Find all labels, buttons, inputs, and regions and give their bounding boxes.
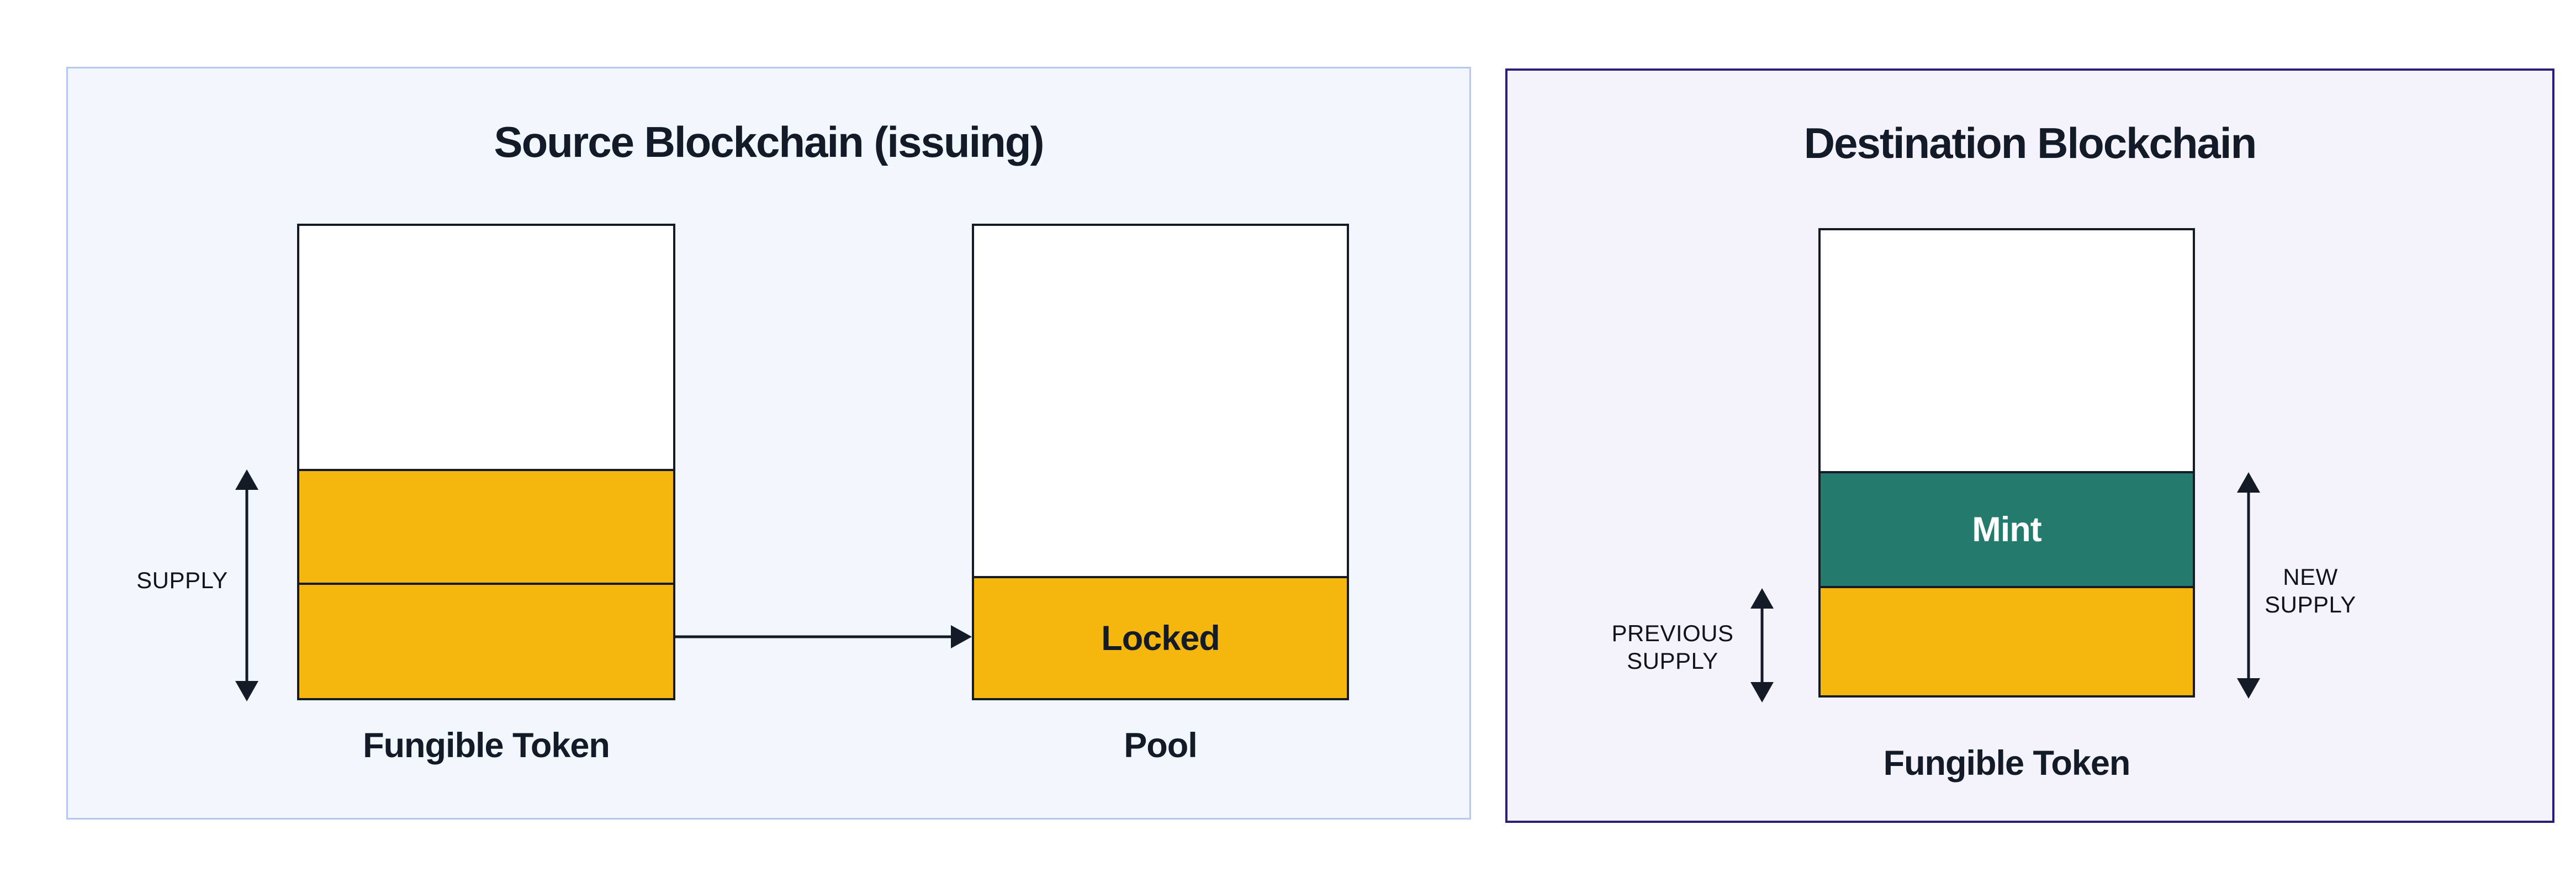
previous-supply-range-arrow-icon (1750, 588, 1774, 702)
pool-locked-segment: Locked (974, 576, 1347, 698)
fungible-token-caption: Fungible Token (363, 726, 610, 765)
new-supply-range-arrow-icon (2236, 472, 2261, 699)
previous-supply-label-line2: SUPPLY (1627, 648, 1718, 674)
mint-segment: Mint (1821, 471, 2193, 586)
supply-range-arrow-icon (235, 469, 259, 701)
fungible-token-supply-upper-segment (299, 469, 673, 583)
previous-supply-label-line1: PREVIOUS (1611, 620, 1734, 646)
destination-fungible-token-caption: Fungible Token (1883, 744, 2131, 783)
new-supply-label-line1: NEW (2283, 564, 2338, 590)
new-supply-label-line2: SUPPLY (2265, 591, 2356, 617)
destination-unfilled-segment (1821, 230, 2193, 471)
locked-label: Locked (1101, 619, 1220, 658)
mint-label: Mint (1972, 510, 2041, 549)
destination-fungible-token-bar: Mint (1818, 228, 2195, 698)
source-panel-title: Source Blockchain (issuing) (494, 118, 1045, 166)
previous-supply-label: PREVIOUS SUPPLY (1584, 620, 1761, 675)
source-blockchain-panel: Source Blockchain (issuing) SUPPLY (66, 67, 1471, 820)
pool-caption: Pool (1124, 726, 1198, 765)
pool-bar: Locked (972, 224, 1349, 700)
fungible-token-bar (297, 224, 675, 700)
lock-transfer-arrow-icon (675, 625, 972, 649)
destination-previous-supply-segment (1821, 586, 2193, 695)
new-supply-label: NEW SUPPLY (2222, 563, 2399, 619)
destination-panel-title: Destination Blockchain (1803, 119, 2257, 167)
pool-unfilled-segment (974, 226, 1347, 576)
fungible-token-unfilled-segment (299, 226, 673, 469)
fungible-token-supply-lower-segment (299, 583, 673, 698)
supply-label: SUPPLY (136, 567, 228, 593)
destination-blockchain-panel: Destination Blockchain PREVIOUS SUPPLY M… (1505, 68, 2554, 823)
